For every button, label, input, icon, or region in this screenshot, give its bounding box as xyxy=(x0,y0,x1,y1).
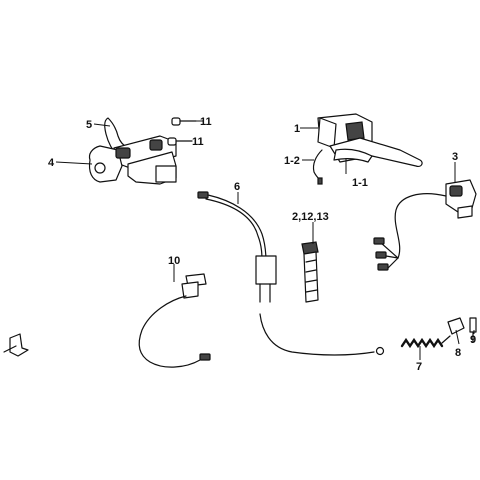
spring-pin-bolt xyxy=(400,317,477,349)
callout-3: 3 xyxy=(452,151,458,163)
callout-1-1: 1-1 xyxy=(352,177,368,189)
switch-wire-10 xyxy=(138,273,211,368)
callout-5: 5 xyxy=(86,119,92,131)
small-clip xyxy=(3,333,29,357)
throttle-switch-assembly xyxy=(373,179,477,271)
callout-9: 9 xyxy=(470,334,476,346)
callout-1-2: 1-2 xyxy=(284,155,300,167)
callout-4: 4 xyxy=(48,157,55,169)
cable-6 xyxy=(197,191,385,356)
callout-7: 7 xyxy=(416,361,422,373)
leader-lines xyxy=(55,120,475,360)
callout-2-12-13: 2,12,13 xyxy=(292,211,329,223)
callout-11-lower: 11 xyxy=(192,136,204,148)
callout-10: 10 xyxy=(168,255,180,267)
callout-6: 6 xyxy=(234,181,240,193)
callout-8: 8 xyxy=(455,347,461,359)
right-lever-assembly xyxy=(312,113,423,185)
left-lever-assembly xyxy=(88,117,177,185)
callout-11-upper: 11 xyxy=(200,116,212,128)
cable-ties xyxy=(301,241,319,303)
callout-1: 1 xyxy=(294,123,300,135)
